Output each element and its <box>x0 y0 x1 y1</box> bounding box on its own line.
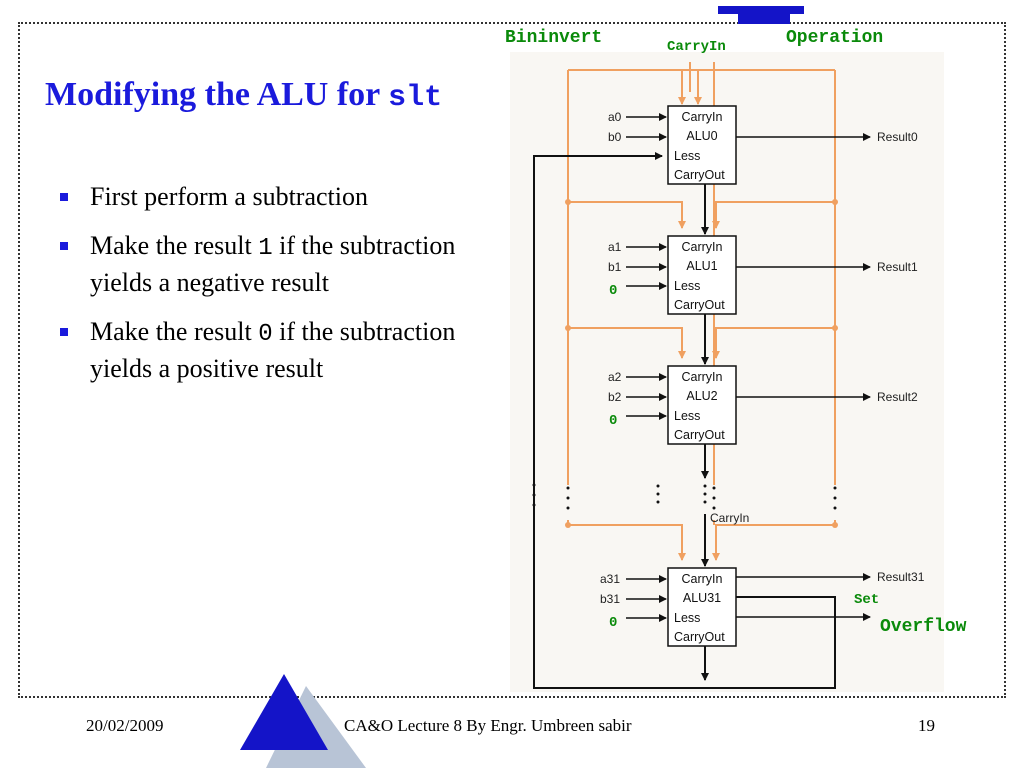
alu-block: CarryIn ALU31 Less CarryOut a31 b31 0 Re… <box>600 567 925 681</box>
slide-title: Modifying the ALU for slt <box>45 76 443 115</box>
bininvert-label: Bininvert <box>505 28 602 48</box>
svg-text:0: 0 <box>609 283 617 299</box>
alu-block: CarryIn ALU2 Less CarryOut a2 b2 0 Resul… <box>608 365 918 479</box>
svg-text:CarryIn: CarryIn <box>682 370 723 384</box>
svg-text:Result0: Result0 <box>877 130 918 144</box>
mid-carryin-label: CarryIn <box>710 511 749 525</box>
bullet-item: Make the result 0 if the subtraction yie… <box>60 315 460 386</box>
svg-text:ALU1: ALU1 <box>686 259 717 273</box>
svg-text:a1: a1 <box>608 240 622 254</box>
bullet-square-icon <box>60 242 68 250</box>
footer-date: 20/02/2009 <box>86 716 164 735</box>
top-deco-bar <box>718 6 804 14</box>
junction-dots <box>565 199 838 528</box>
alu-slt-diagram: Bininvert CarryIn Operation CarryIn ALU0… <box>505 28 967 692</box>
svg-text:b2: b2 <box>608 390 622 404</box>
svg-text:CarryOut: CarryOut <box>674 298 725 312</box>
alu-block: CarryIn ALU1 Less CarryOut a1 b1 0 Resul… <box>608 235 918 365</box>
svg-text:b1: b1 <box>608 260 622 274</box>
svg-text:Less: Less <box>674 149 700 163</box>
top-deco-wedge <box>738 14 790 24</box>
svg-text:b31: b31 <box>600 592 620 606</box>
svg-text:0: 0 <box>609 413 617 429</box>
svg-text:Result31: Result31 <box>877 570 925 584</box>
svg-text:ALU0: ALU0 <box>686 129 717 143</box>
bullet-item: First perform a subtraction <box>60 180 460 214</box>
svg-text:Result1: Result1 <box>877 260 918 274</box>
slide-frame <box>18 22 1006 698</box>
carryin-label: CarryIn <box>667 39 726 55</box>
svg-text:a31: a31 <box>600 572 620 586</box>
svg-text:CarryOut: CarryOut <box>674 630 725 644</box>
svg-text:Less: Less <box>674 611 700 625</box>
svg-text:CarryIn: CarryIn <box>682 240 723 254</box>
triangle-logo-icon <box>240 674 366 768</box>
alu-block: CarryIn ALU0 Less CarryOut a0 b0 Result0 <box>608 105 918 235</box>
bullet-item: Make the result 1 if the subtraction yie… <box>60 229 460 300</box>
svg-text:Less: Less <box>674 409 700 423</box>
svg-text:Result2: Result2 <box>877 390 918 404</box>
operation-label: Operation <box>786 28 883 48</box>
svg-text:ALU2: ALU2 <box>686 389 717 403</box>
svg-text:a0: a0 <box>608 110 622 124</box>
svg-text:CarryIn: CarryIn <box>682 110 723 124</box>
svg-text:a2: a2 <box>608 370 622 384</box>
svg-text:CarryIn: CarryIn <box>682 572 723 586</box>
footer-lecture-info: CA&O Lecture 8 By Engr. Umbreen sabir <box>344 716 632 735</box>
bullet-list: First perform a subtraction Make the res… <box>60 180 460 401</box>
svg-text:0: 0 <box>609 615 617 631</box>
bullet-square-icon <box>60 193 68 201</box>
svg-text:CarryOut: CarryOut <box>674 428 725 442</box>
continuation-dots <box>532 483 837 510</box>
svg-text:Less: Less <box>674 279 700 293</box>
set-feedback-line <box>533 152 836 689</box>
set-label: Set <box>854 592 879 608</box>
bullet-square-icon <box>60 328 68 336</box>
svg-text:ALU31: ALU31 <box>683 591 721 605</box>
svg-text:CarryOut: CarryOut <box>674 168 725 182</box>
footer-page-number: 19 <box>918 716 935 735</box>
overflow-label: Overflow <box>880 617 967 637</box>
svg-text:b0: b0 <box>608 130 622 144</box>
control-taps <box>568 70 835 561</box>
